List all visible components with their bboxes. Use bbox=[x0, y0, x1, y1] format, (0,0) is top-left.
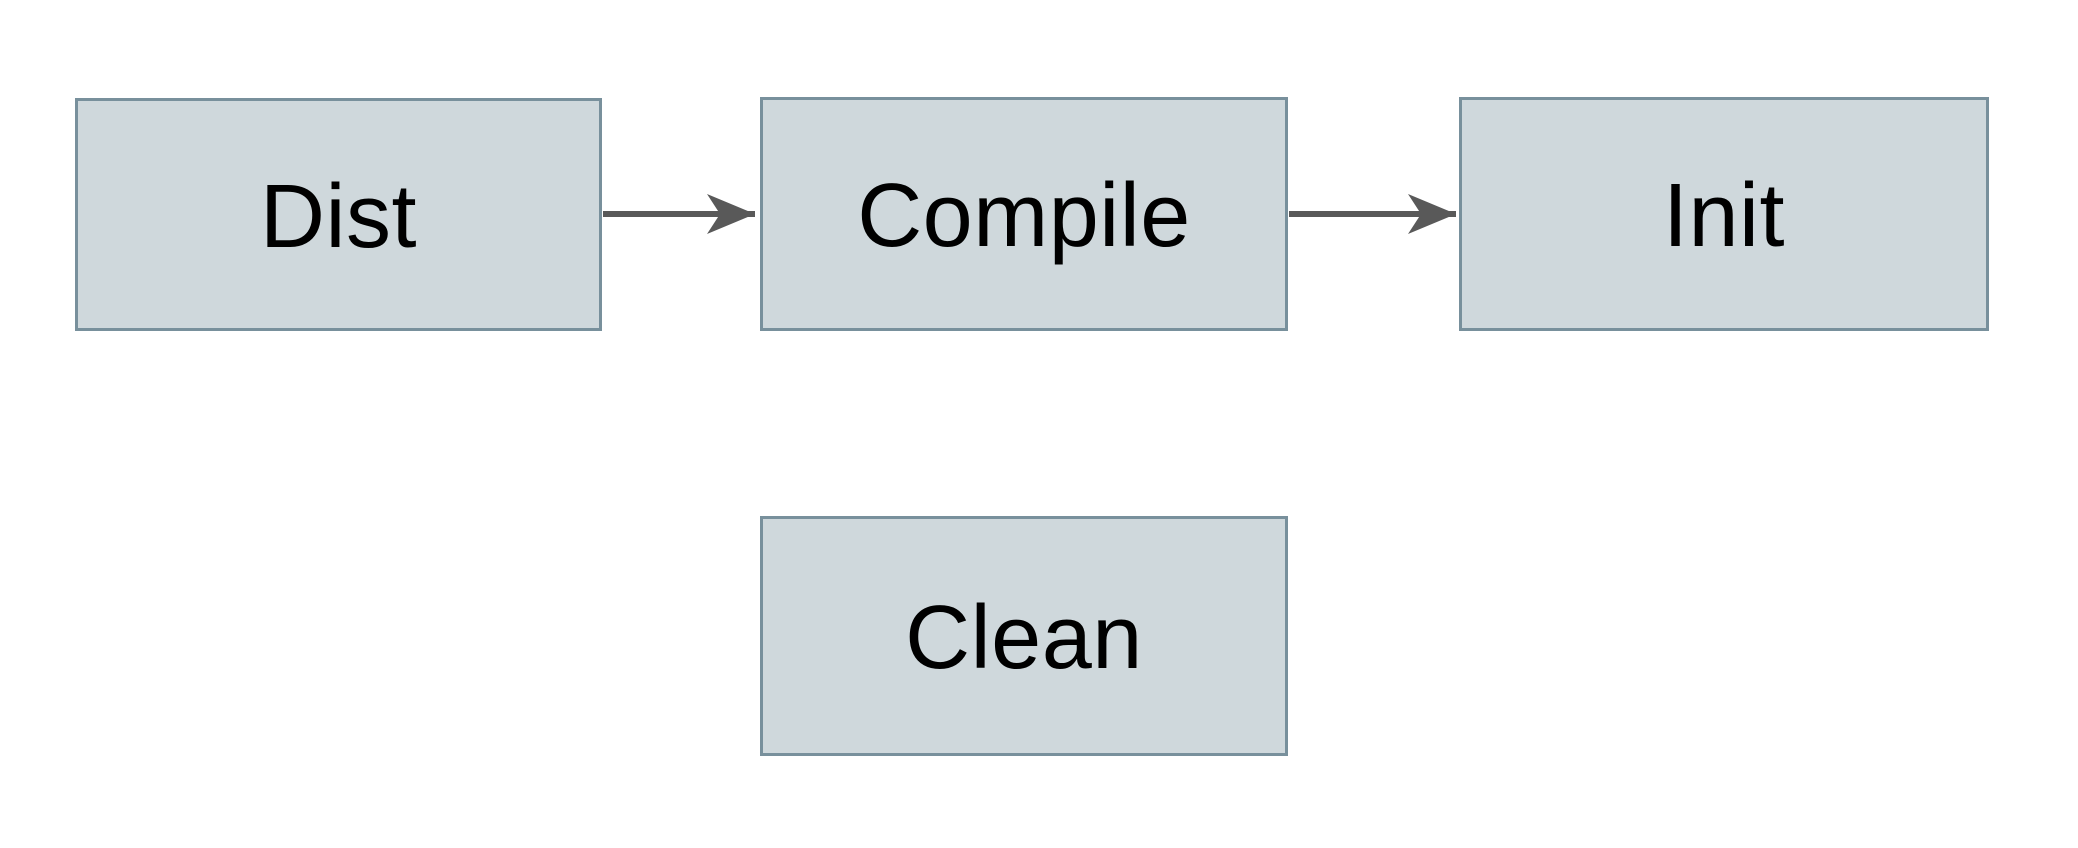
node-init: Init bbox=[1459, 97, 1989, 331]
node-compile: Compile bbox=[760, 97, 1288, 331]
node-dist-label: Dist bbox=[260, 166, 417, 267]
node-clean: Clean bbox=[760, 516, 1288, 756]
node-compile-label: Compile bbox=[857, 166, 1191, 266]
node-clean-label: Clean bbox=[905, 588, 1143, 688]
node-init-label: Init bbox=[1662, 166, 1786, 266]
node-dist: Dist bbox=[75, 98, 602, 331]
